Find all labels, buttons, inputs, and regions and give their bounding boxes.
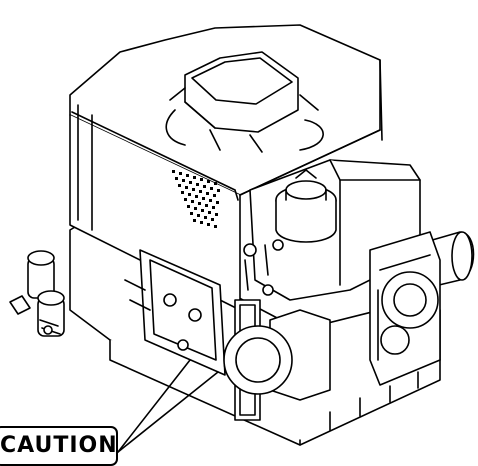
vent-hole [184, 198, 187, 201]
vent-hole [185, 186, 188, 189]
vent-hole [211, 218, 214, 221]
vent-hole [178, 184, 181, 187]
vent-hole [200, 178, 203, 181]
vent-hole [192, 188, 195, 191]
vent-hole [195, 195, 198, 198]
vent-hole [213, 194, 216, 197]
vent-hole [215, 213, 218, 216]
vent-hole [197, 214, 200, 217]
vent-hole [193, 176, 196, 179]
vent-hole [209, 199, 212, 202]
vent-hole [172, 170, 175, 173]
vent-hole [181, 191, 184, 194]
vent-hole [194, 207, 197, 210]
vent-hole [206, 192, 209, 195]
vent-hole [189, 181, 192, 184]
vent-hole [191, 200, 194, 203]
caution-label: CAUTION [0, 426, 118, 466]
vent-hole [203, 185, 206, 188]
alternator-unit [369, 231, 441, 386]
vent-hole [179, 172, 182, 175]
vent-hole [205, 204, 208, 207]
vent-hole [201, 209, 204, 212]
vent-hole [175, 177, 178, 180]
vent-hole [217, 189, 220, 192]
vent-hole [187, 205, 190, 208]
front-panel [139, 249, 331, 421]
vent-hole [200, 221, 203, 224]
hardware-details [124, 239, 284, 311]
vent-hole [193, 219, 196, 222]
vent-hole [188, 193, 191, 196]
vent-hole [198, 202, 201, 205]
caution-label-text: CAUTION [0, 433, 118, 458]
air-intake-cover [165, 51, 324, 153]
vent-hole [214, 225, 217, 228]
vent-hole [207, 223, 210, 226]
vent-grille [172, 170, 220, 228]
vent-hole [196, 183, 199, 186]
vent-hole [212, 206, 215, 209]
vent-hole [207, 180, 210, 183]
vent-hole [182, 179, 185, 182]
callout-leaders [117, 359, 219, 453]
vent-hole [216, 201, 219, 204]
vent-hole [186, 174, 189, 177]
vent-hole [202, 197, 205, 200]
vent-hole [190, 212, 193, 215]
vent-hole [199, 190, 202, 193]
vent-hole [204, 216, 207, 219]
vent-hole [214, 182, 217, 185]
left-fittings [9, 250, 65, 337]
vent-hole [210, 187, 213, 190]
vent-hole [208, 211, 211, 214]
